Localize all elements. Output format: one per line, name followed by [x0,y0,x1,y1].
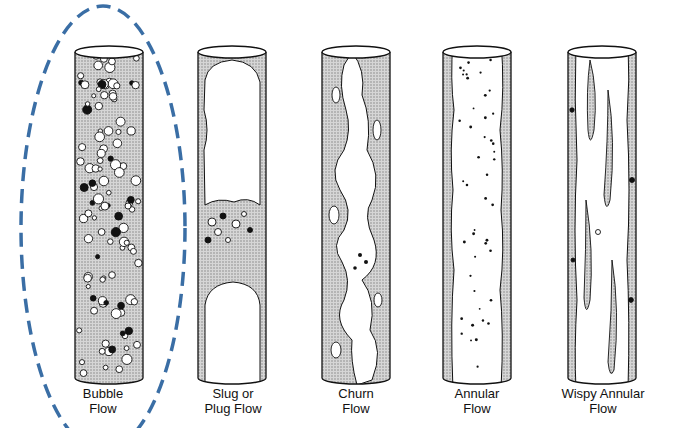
highlight-ellipse [21,6,185,428]
regime-label: Bubble Flow [73,386,133,416]
pipe [443,40,511,390]
pipe [568,40,636,390]
regime-label: Churn Flow [328,386,384,416]
pipe [198,46,266,390]
pipe [322,46,390,385]
regime-label: Slug or Plug Flow [200,386,266,416]
regime-label: Wispy Annular Flow [554,386,652,416]
pipe [75,46,143,384]
regime-label: Annular Flow [446,386,508,416]
